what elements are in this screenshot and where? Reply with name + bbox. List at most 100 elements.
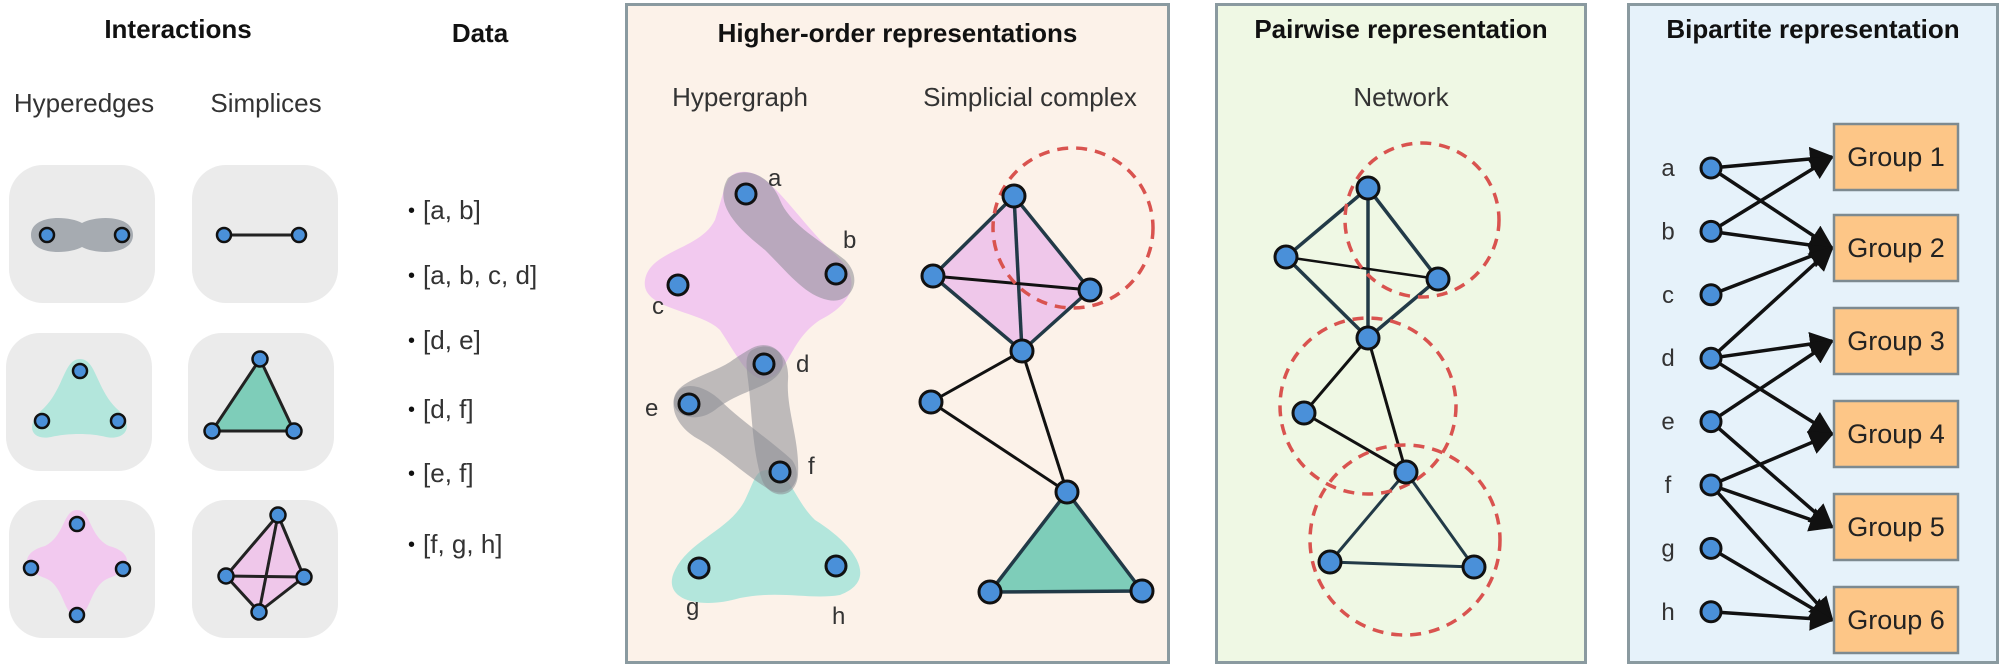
bipartite-node-c xyxy=(1699,283,1723,307)
group-box xyxy=(1832,122,1960,192)
simplicial-node xyxy=(977,579,1003,605)
hyperedge-pair-graphic xyxy=(31,218,133,252)
quad-hull xyxy=(27,510,127,616)
bipartite-edge-c-group-2 xyxy=(1710,244,1835,297)
network-node xyxy=(1355,175,1381,201)
bullet: • xyxy=(408,265,416,287)
bipartite-edge-e-group-3 xyxy=(1710,339,1835,424)
bipartite-edge-d-group-4 xyxy=(1710,356,1835,436)
bipartite-edge-e-group-5 xyxy=(1709,420,1834,529)
hypergraph-node-e xyxy=(677,392,701,416)
pairwise-heading: Pairwise representation xyxy=(1254,14,1548,44)
edge xyxy=(1285,255,1439,281)
node xyxy=(71,362,89,380)
interactions-heading: Interactions xyxy=(104,14,252,44)
hypergraph-label-b: b xyxy=(843,227,856,254)
hypergraph-node-h xyxy=(824,554,848,578)
node xyxy=(203,422,221,440)
dashed-neighborhood-circle xyxy=(1343,141,1501,299)
edge xyxy=(1366,337,1408,473)
data-item: •[e, f] xyxy=(408,458,474,489)
simplex-edge-tile xyxy=(192,165,338,303)
edge xyxy=(930,349,1023,404)
network-node xyxy=(1393,459,1419,485)
data-item-text: [a, b] xyxy=(423,195,481,225)
hyperedge-triad-tile xyxy=(6,333,152,471)
hypergraph-label-f: f xyxy=(808,453,815,480)
node xyxy=(113,226,131,244)
edge xyxy=(1404,471,1476,568)
hypergraph-node-a xyxy=(734,182,758,206)
node xyxy=(251,350,269,368)
group-label: Group 5 xyxy=(1847,512,1945,542)
bullet: • xyxy=(408,330,416,352)
network-node xyxy=(1425,266,1451,292)
node xyxy=(295,568,313,586)
simplicial-node xyxy=(920,263,946,289)
simplicial-node xyxy=(918,389,944,415)
node xyxy=(68,515,86,533)
data-item-text: [d, f] xyxy=(423,394,474,424)
bipartite-label-g: g xyxy=(1661,535,1674,562)
hyperedge-triad-graphic xyxy=(32,359,127,438)
hypergraph-node-b xyxy=(824,262,848,286)
data-heading: Data xyxy=(451,18,509,48)
node xyxy=(22,559,40,577)
group-label: Group 3 xyxy=(1847,326,1945,356)
edge xyxy=(1020,350,1069,493)
triangle-face xyxy=(209,355,297,433)
node xyxy=(38,226,56,244)
group-box xyxy=(1832,213,1960,283)
group-box xyxy=(1832,585,1960,655)
bipartite-edge-f-group-6 xyxy=(1709,483,1834,622)
bipartite-label-d: d xyxy=(1661,345,1674,372)
hypergraph-label-e: e xyxy=(645,395,658,422)
bipartite-node-h xyxy=(1699,600,1723,624)
hyperedge-abcd xyxy=(644,171,852,379)
hyperedge-ef xyxy=(673,386,797,493)
edge xyxy=(1328,471,1408,563)
edge xyxy=(1329,560,1475,569)
edge xyxy=(1303,411,1407,474)
node xyxy=(269,506,287,524)
pair-hull xyxy=(31,218,133,252)
edge xyxy=(1284,255,1370,340)
network-node xyxy=(1355,325,1381,351)
edge xyxy=(1284,186,1370,259)
edge xyxy=(932,274,1091,292)
bipartite-edge-b-group-2 xyxy=(1710,229,1835,258)
hypergraph-node-d xyxy=(752,352,776,376)
bipartite-edge-a-group-2 xyxy=(1710,166,1835,250)
edge xyxy=(1366,277,1440,340)
triad-hull xyxy=(32,359,127,438)
tetrahedron-face xyxy=(931,194,1092,353)
higher-order-heading: Higher-order representations xyxy=(717,18,1078,48)
node xyxy=(114,560,132,578)
group-label: Group 6 xyxy=(1847,605,1945,635)
bipartite-edge-d-group-2 xyxy=(1709,246,1834,360)
data-item-text: [e, f] xyxy=(423,458,474,488)
bipartite-label-a: a xyxy=(1661,155,1675,182)
edge xyxy=(1012,195,1024,352)
node xyxy=(217,567,235,585)
edge xyxy=(1366,186,1440,281)
node xyxy=(68,606,86,624)
data-item-text: [a, b, c, d] xyxy=(423,260,538,290)
simplicial-node xyxy=(1077,277,1103,303)
bipartite-node-g xyxy=(1699,536,1723,560)
hypergraph-label-d: d xyxy=(796,351,809,378)
hypergraph-label-g: g xyxy=(686,594,699,621)
node xyxy=(290,226,308,244)
simplicial-complex-subheading: Simplicial complex xyxy=(923,82,1137,112)
hyperedges-subheading: Hyperedges xyxy=(13,88,155,118)
bipartite-label-f: f xyxy=(1665,472,1672,499)
group-label: Group 1 xyxy=(1847,142,1945,172)
node xyxy=(285,422,303,440)
edge xyxy=(257,514,280,613)
bipartite-node-b xyxy=(1699,219,1723,243)
network-node xyxy=(1291,400,1317,426)
bipartite-edge-f-group-5 xyxy=(1710,483,1835,532)
network-node xyxy=(1273,244,1299,270)
edge xyxy=(1302,337,1370,414)
